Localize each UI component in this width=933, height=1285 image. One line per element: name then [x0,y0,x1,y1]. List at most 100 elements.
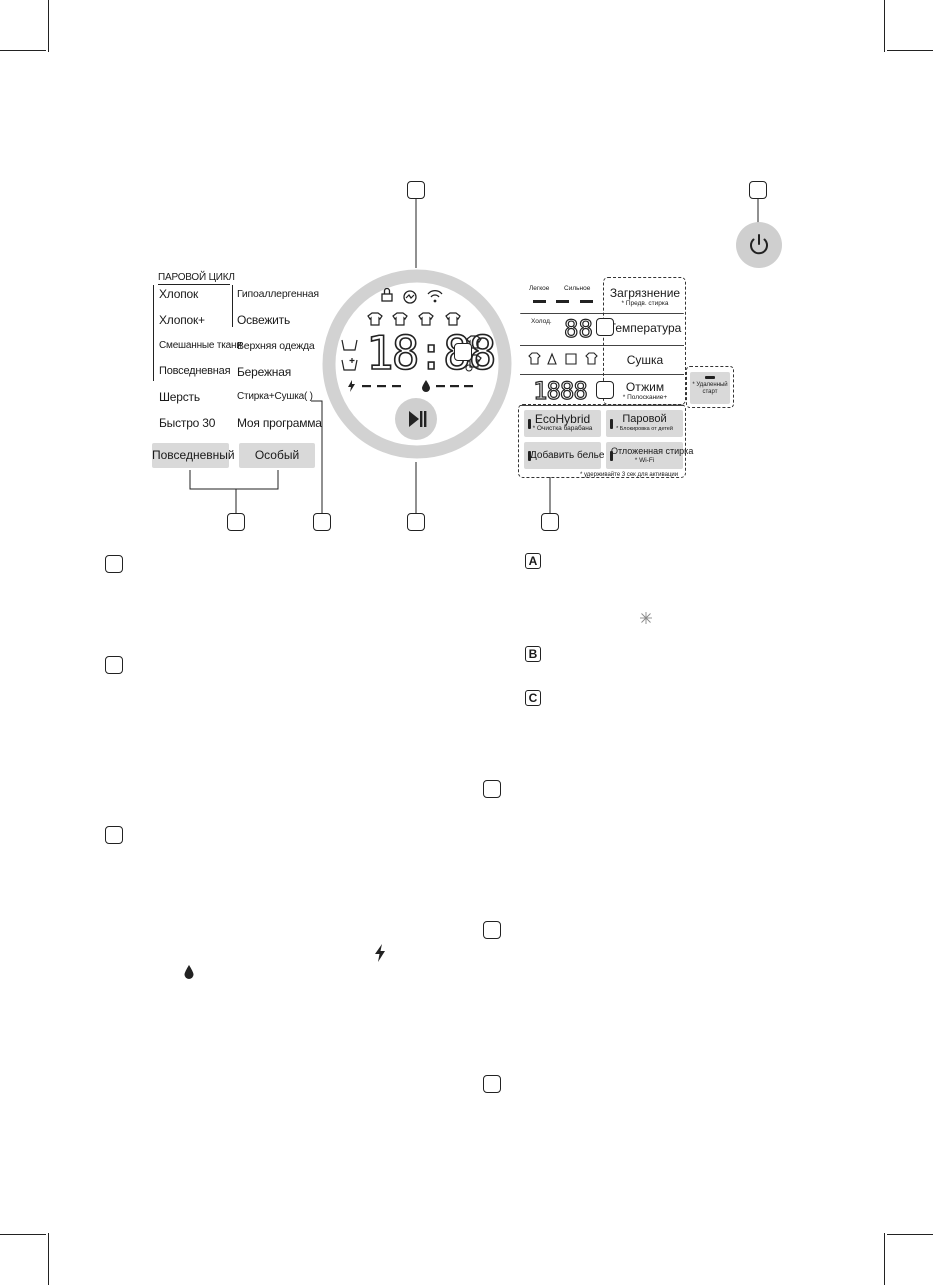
spin-digits: 1888 [532,377,588,405]
remote-start-frame [686,366,734,408]
ecohybrid-indicator [528,419,531,429]
program-button-daily[interactable]: Повседневный [152,443,235,468]
steam-bracket-left [153,285,154,381]
crop-mark [0,50,46,51]
callout-options [541,513,559,531]
function-buttons-frame [518,404,686,478]
callout-program-buttons [227,513,245,531]
water-drop-icon [184,965,194,979]
row-line [520,345,684,346]
soil-button[interactable]: Загрязнение * Предв. стирка [607,286,683,308]
wifi-icon [427,290,443,295]
program-quick-30[interactable]: Быстро 30 [159,416,216,430]
marker-c: C [525,690,541,706]
lock-icon [381,293,393,302]
spin-button-sub: * Полоскание+ [622,394,668,401]
soil-heavy-label: Сильное [564,285,591,292]
soil-button-sub: * Предв. стирка [621,300,669,307]
temperature-button[interactable]: Температура [607,321,683,335]
add-item-button[interactable]: Добавить белье [524,442,605,469]
steam-cycle-underline [158,284,230,285]
soil-segment [533,300,546,303]
section-marker-1 [105,555,123,573]
tub-clean-icon [403,290,417,304]
temperature-digits: 88 [563,315,593,343]
delay-end-sub: * Wi-Fi [634,457,655,464]
program-wool[interactable]: Шерсть [159,390,200,404]
callout-c-spin [596,381,614,399]
crop-mark [48,1233,49,1285]
program-button-special[interactable]: Особый [239,443,315,468]
play-pause-icon [409,411,427,427]
water-drop-icon [422,380,430,392]
ecohybrid-button[interactable]: EcoHybrid * Очистка барабана [524,410,601,437]
program-allergy-care[interactable]: Гипоаллергенная [237,288,319,300]
time-display: 18:88 [365,326,497,380]
garment-icons [367,312,461,326]
row-line [520,313,684,314]
steam-bracket-right [232,285,233,327]
spin-button-label: Отжим [625,380,665,394]
delay-end-button[interactable]: Отложенная стирка * Wi-Fi [606,442,694,469]
marker-b: B [525,646,541,662]
ecohybrid-label: EcoHybrid [534,412,591,426]
energy-water-indicator [348,380,473,392]
add-item-label: Добавить белье [530,450,605,461]
dial-ring [322,269,512,459]
program-wash-dry[interactable]: Стирка+Сушка( ) [237,391,313,402]
steam-label: Паровой [622,413,667,425]
steam-button[interactable]: Паровой * Блокировка от детей [606,410,683,437]
remote-start-button[interactable]: * Удаленный старт [690,372,730,404]
sparkle-icon [640,612,652,624]
crop-mark [884,0,885,52]
program-cotton-plus[interactable]: Хлопок+ [159,313,205,327]
soil-segment [556,300,569,303]
dry-button-label: Сушка [626,353,664,367]
wash-tub-icons [341,339,358,371]
lightning-icon [375,944,385,962]
section-marker-4 [483,780,501,798]
crop-mark [884,1233,885,1285]
program-outerwear[interactable]: Верхняя одежда [237,340,315,352]
program-cotton[interactable]: Хлопок [159,287,199,301]
lightning-icon [348,380,355,392]
section-marker-6 [483,1075,501,1093]
add-item-indicator [528,451,531,461]
callout-a-display [454,343,472,361]
steam-sub: * Блокировка от детей [616,426,673,432]
cold-label: Холод. [531,318,552,325]
status-icons-top [381,288,443,304]
remote-start-indicator [705,376,715,379]
callout-start-pause [407,513,425,531]
dry-button[interactable]: Сушка [607,353,683,367]
program-refresh[interactable]: Освежить [237,313,290,327]
hold-footnote: * удерживайте 3 сек для активации [580,472,679,478]
marker-a: A [525,553,541,569]
callout-b-temperature [596,318,614,336]
crop-mark [887,50,933,51]
section-marker-3 [105,826,123,844]
program-mixed-fabric[interactable]: Смешанные ткани [159,340,242,351]
start-pause-button[interactable] [395,398,437,440]
callout-program-list [313,513,331,531]
delay-end-label: Отложенная стирка [611,446,694,456]
soil-segment [580,300,593,303]
callout-display [407,181,425,199]
program-mixed-daily[interactable]: Повседневная [159,365,231,377]
crop-mark [887,1234,933,1235]
row-line [520,374,684,375]
crop-mark [0,1234,46,1235]
callout-power [749,181,767,199]
ecohybrid-sub: * Очистка барабана [532,425,593,432]
section-marker-5 [483,921,501,939]
section-marker-2 [105,656,123,674]
steam-cycle-header: ПАРОВОЙ ЦИКЛ [158,272,235,283]
soil-button-label: Загрязнение [609,286,681,300]
spin-button[interactable]: Отжим * Полоскание+ [607,380,683,402]
power-button[interactable] [736,222,782,268]
soil-light-label: Легкое [529,285,550,292]
program-my-program[interactable]: Моя программа [237,416,322,430]
steam-indicator [610,419,613,429]
program-delicates[interactable]: Бережная [237,365,291,379]
